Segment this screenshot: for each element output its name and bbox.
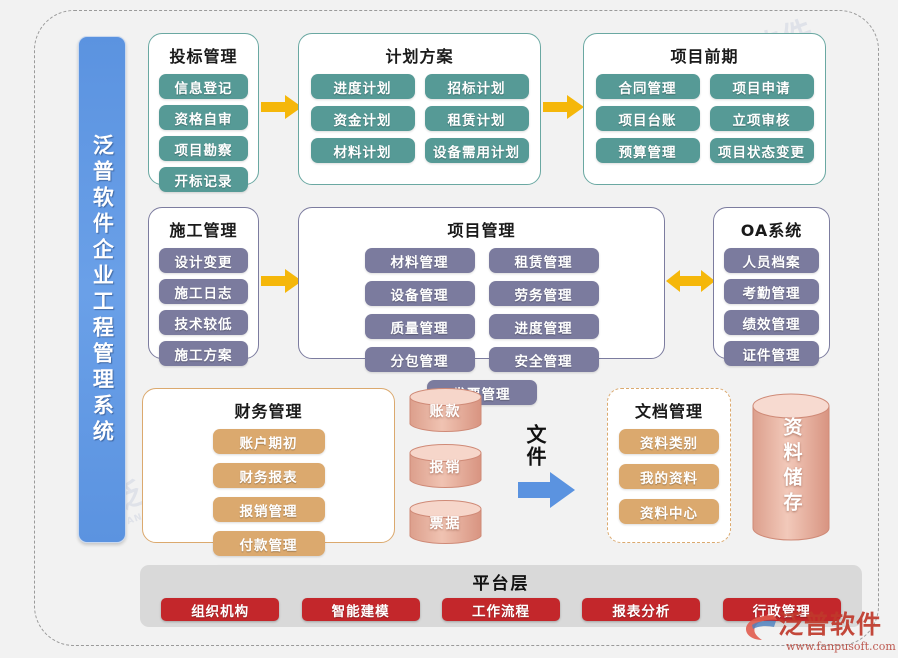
cylinder-label-bills: 票据 xyxy=(429,515,462,532)
arrow-construction-to-project xyxy=(261,269,302,293)
chip-plan-2[interactable]: 资金计划 xyxy=(310,106,415,131)
chip-oa-0[interactable]: 人员档案 xyxy=(724,248,819,273)
arrow-bid-to-plan xyxy=(261,95,302,119)
chip-plan-3[interactable]: 租赁计划 xyxy=(424,106,529,131)
arrow-file-to-document xyxy=(518,472,575,508)
chip-pre-5[interactable]: 项目状态变更 xyxy=(709,138,814,163)
platform-button-1[interactable]: 智能建模 xyxy=(301,598,420,621)
chip-plan-4[interactable]: 材料计划 xyxy=(310,138,415,163)
logo-url: www.fanpusoft.com xyxy=(786,640,896,653)
group-card-oa[interactable]: OA系统 人员档案 考勤管理 绩效管理 证件管理 xyxy=(713,207,830,366)
system-title-banner: 泛普软件企业工程管理系统 xyxy=(78,36,126,543)
group-title-document: 文档管理 xyxy=(634,402,703,421)
cylinder-reimbursement: 报销 xyxy=(409,443,482,490)
platform-layer-bar: 平台层 组织机构 智能建模 工作流程 报表分析 行政管理 xyxy=(140,565,862,627)
cylinder-accounts: 账款 xyxy=(409,387,482,434)
chip-plan-0[interactable]: 进度计划 xyxy=(310,74,415,99)
group-card-plan[interactable]: 计划方案 进度计划 招标计划 资金计划 租赁计划 材料计划 设备需用计划 xyxy=(298,33,541,185)
group-title-construction: 施工管理 xyxy=(169,221,238,240)
chip-project-5[interactable]: 进度管理 xyxy=(488,314,599,339)
chip-pre-4[interactable]: 预算管理 xyxy=(595,138,700,163)
logo-text: 泛普软件 xyxy=(778,610,883,639)
chip-doc-1[interactable]: 我的资料 xyxy=(619,464,719,489)
platform-button-3[interactable]: 报表分析 xyxy=(582,598,701,621)
chip-plan-5[interactable]: 设备需用计划 xyxy=(424,138,529,163)
group-title-bid: 投标管理 xyxy=(169,47,238,66)
chip-oa-3[interactable]: 证件管理 xyxy=(724,341,819,366)
file-flow-label: 文件 xyxy=(523,424,547,468)
group-card-project[interactable]: 项目管理 材料管理 租赁管理 设备管理 劳务管理 质量管理 进度管理 分包管理 … xyxy=(298,207,665,405)
group-card-preproject[interactable]: 项目前期 合同管理 项目申请 项目台账 立项审核 预算管理 项目状态变更 xyxy=(583,33,826,185)
group-title-finance: 财务管理 xyxy=(234,402,303,421)
group-card-finance[interactable]: 财务管理 账户期初 财务报表 报销管理 付款管理 备用金管理 收款管理 xyxy=(142,388,395,624)
chip-finance-2[interactable]: 报销管理 xyxy=(212,497,325,522)
chip-pre-1[interactable]: 项目申请 xyxy=(709,74,814,99)
platform-button-0[interactable]: 组织机构 xyxy=(161,598,280,621)
group-title-preproject: 项目前期 xyxy=(670,47,739,66)
chip-construct-1[interactable]: 施工日志 xyxy=(159,279,248,304)
chip-plan-1[interactable]: 招标计划 xyxy=(424,74,529,99)
chip-project-1[interactable]: 租赁管理 xyxy=(488,248,599,273)
logo-mark-icon xyxy=(746,615,777,640)
platform-button-2[interactable]: 工作流程 xyxy=(441,598,560,621)
chip-bid-3[interactable]: 开标记录 xyxy=(159,167,248,192)
chip-project-3[interactable]: 劳务管理 xyxy=(488,281,599,306)
chip-project-0[interactable]: 材料管理 xyxy=(364,248,475,273)
chip-finance-0[interactable]: 账户期初 xyxy=(212,429,325,454)
chip-bid-1[interactable]: 资格自审 xyxy=(159,105,248,130)
chip-construct-3[interactable]: 施工方案 xyxy=(159,341,248,366)
arrow-project-oa-bidirectional xyxy=(666,270,715,292)
group-title-project: 项目管理 xyxy=(447,221,516,240)
chip-bid-2[interactable]: 项目勘察 xyxy=(159,136,248,161)
chip-project-4[interactable]: 质量管理 xyxy=(364,314,475,339)
chip-pre-0[interactable]: 合同管理 xyxy=(595,74,700,99)
chip-oa-1[interactable]: 考勤管理 xyxy=(724,279,819,304)
company-logo: 泛普软件 xyxy=(744,612,882,642)
chip-doc-0[interactable]: 资料类别 xyxy=(619,429,719,454)
platform-title: 平台层 xyxy=(472,574,530,594)
chip-construct-2[interactable]: 技术较低 xyxy=(159,310,248,335)
group-title-plan: 计划方案 xyxy=(385,47,454,66)
chip-pre-2[interactable]: 项目台账 xyxy=(595,106,700,131)
outer-dashed-frame xyxy=(34,10,879,646)
group-card-bid[interactable]: 投标管理 信息登记 资格自审 项目勘察 开标记录 xyxy=(148,33,259,192)
cylinder-label-storage: 资料储存 xyxy=(780,417,803,517)
chip-finance-1[interactable]: 财务报表 xyxy=(212,463,325,488)
cylinder-label-accounts: 账款 xyxy=(429,403,462,420)
group-card-document[interactable]: 文档管理 资料类别 我的资料 资料中心 xyxy=(607,388,731,543)
chip-pre-3[interactable]: 立项审核 xyxy=(709,106,814,131)
arrow-plan-to-pre xyxy=(543,95,584,119)
chip-finance-3[interactable]: 付款管理 xyxy=(212,531,325,556)
system-title-text: 泛普软件企业工程管理系统 xyxy=(90,133,115,446)
chip-construct-0[interactable]: 设计变更 xyxy=(159,248,248,273)
cylinder-bills: 票据 xyxy=(409,499,482,546)
group-card-construction[interactable]: 施工管理 设计变更 施工日志 技术较低 施工方案 xyxy=(148,207,259,366)
cylinder-data-storage: 资料储存 xyxy=(752,392,830,542)
chip-doc-2[interactable]: 资料中心 xyxy=(619,499,719,524)
group-title-oa: OA系统 xyxy=(740,221,803,240)
chip-project-7[interactable]: 安全管理 xyxy=(488,347,599,372)
chip-bid-0[interactable]: 信息登记 xyxy=(159,74,248,99)
chip-oa-2[interactable]: 绩效管理 xyxy=(724,310,819,335)
chip-project-2[interactable]: 设备管理 xyxy=(364,281,475,306)
chip-project-6[interactable]: 分包管理 xyxy=(364,347,475,372)
cylinder-label-reimbursement: 报销 xyxy=(429,459,462,476)
